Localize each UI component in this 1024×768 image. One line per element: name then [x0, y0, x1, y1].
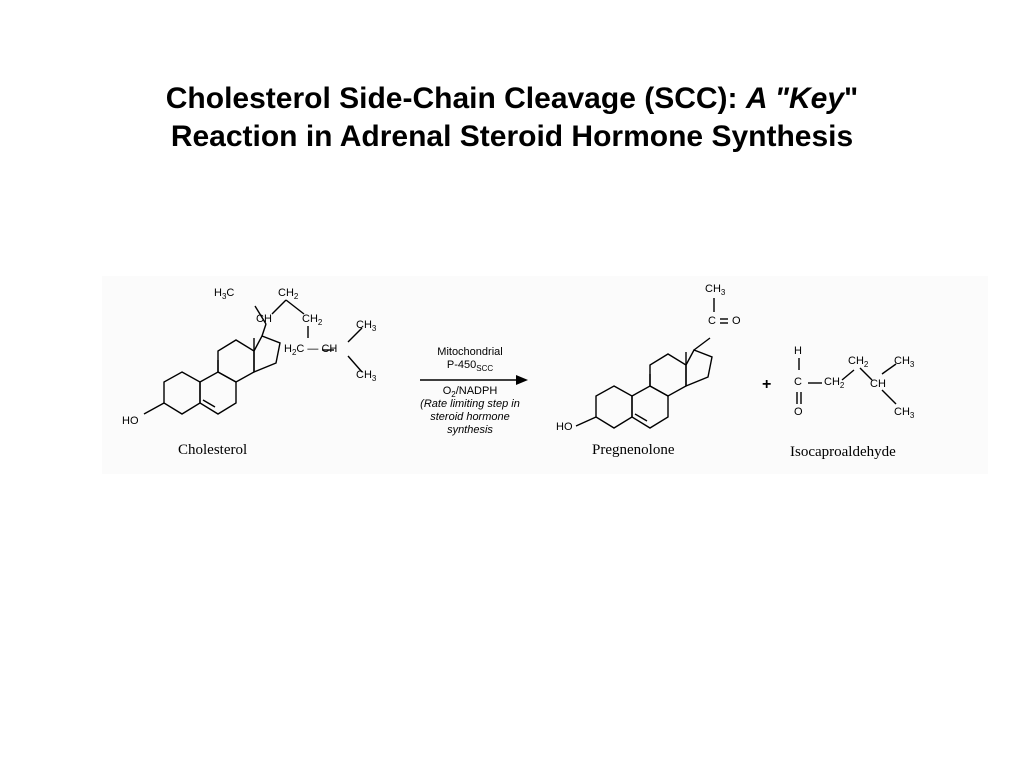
reaction-structures — [143, 298, 897, 429]
label-c-pregnenolone: C — [708, 315, 716, 327]
label-ch3-pregnenolone: CH3 — [705, 283, 726, 297]
reaction-figure: H3C CH2 CH CH2 H2C — CH CH3 CH3 HO Chole… — [102, 276, 988, 474]
reaction-arrow — [420, 375, 528, 385]
reactant-name: Cholesterol — [178, 442, 248, 458]
label-h3c: H3C — [214, 287, 235, 301]
slide-title: Cholesterol Side-Chain Cleavage (SCC): A… — [0, 80, 1024, 156]
label-h2c-ch: H2C — CH — [284, 343, 338, 357]
label-ch2-top-aldehyde: CH2 — [848, 355, 869, 369]
label-c-aldehyde: C — [794, 376, 802, 388]
label-ch3-top-aldehyde: CH3 — [894, 355, 915, 369]
label-ho-pregnenolone: HO — [556, 421, 573, 433]
label-ch2-top: CH2 — [278, 287, 299, 301]
label-o-aldehyde: O — [794, 406, 803, 418]
label-o-pregnenolone: O — [732, 315, 741, 327]
label-ch2-mid: CH2 — [302, 313, 323, 327]
product1-name: Pregnenolone — [592, 442, 675, 458]
label-ch2-chain: CH2 — [824, 376, 845, 390]
label-ch3-upper: CH3 — [356, 319, 377, 333]
cholesterol-rings — [143, 299, 363, 415]
reaction-conditions: Mitochondrial P-450SCC O2/NADPH (Rate li… — [420, 346, 520, 436]
title-line-1: Cholesterol Side-Chain Cleavage (SCC): A… — [165, 82, 859, 115]
label-ch3-bottom-aldehyde: CH3 — [894, 406, 915, 420]
label-ch3-lower: CH3 — [356, 369, 377, 383]
label-ch: CH — [256, 313, 272, 325]
label-h-aldehyde: H — [794, 345, 802, 357]
title-line-2: Reaction in Adrenal Steroid Hormone Synt… — [170, 120, 854, 153]
product2-name: Isocaproaldehyde — [790, 444, 896, 460]
plus-sign: + — [762, 376, 772, 393]
label-ho-cholesterol: HO — [122, 415, 139, 427]
pregnenolone-rings — [575, 298, 728, 429]
isocaproaldehyde-bonds — [796, 358, 897, 405]
label-ch-aldehyde: CH — [870, 378, 886, 390]
